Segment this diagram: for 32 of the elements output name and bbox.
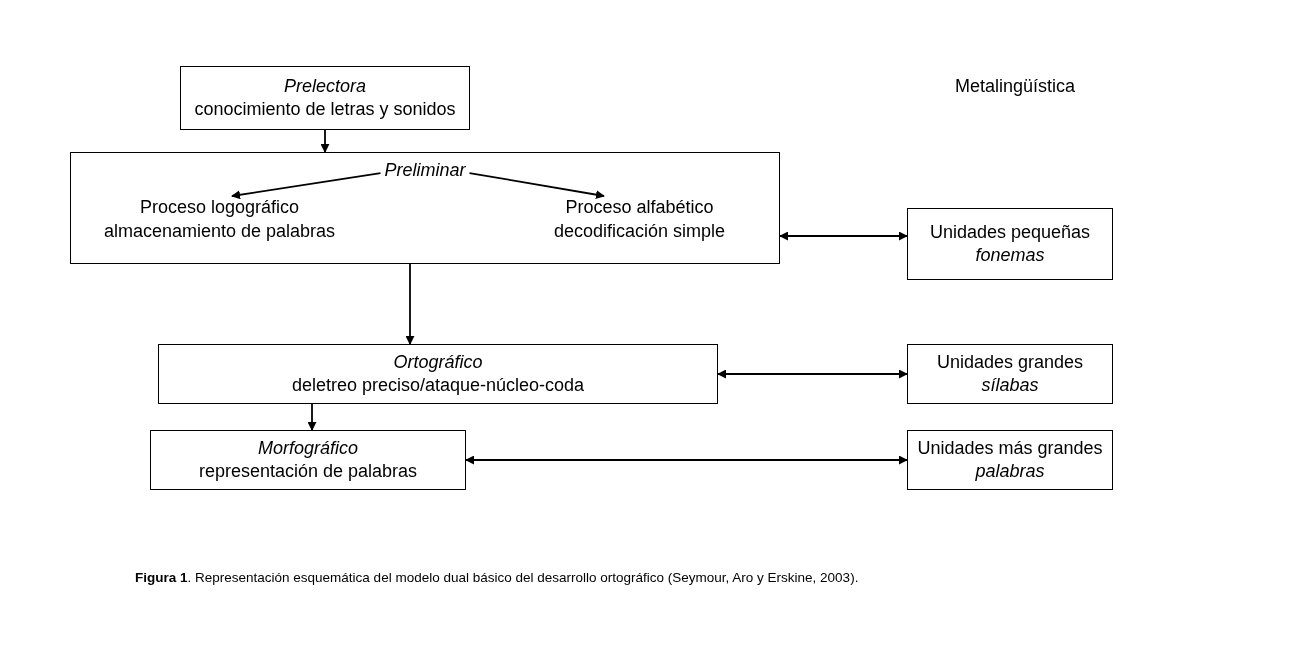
- arrow: [320, 129, 330, 153]
- process-box: [158, 344, 718, 404]
- arrow: [307, 403, 317, 431]
- box-text: Proceso alfabético decodificación simple: [552, 196, 727, 243]
- box-text: sílabas: [981, 374, 1039, 397]
- box-text: Proceso logográfico almacenamiento de palabras: [102, 196, 337, 243]
- box-heading: Ortográfico: [393, 350, 483, 374]
- process-box: [907, 344, 1113, 404]
- double-headed-arrow: [717, 369, 908, 379]
- box-heading: Unidades pequeñas: [929, 220, 1091, 244]
- box-text: fonemas: [975, 244, 1045, 267]
- box-heading: Unidades más grandes: [917, 436, 1103, 460]
- arrow: [468, 172, 605, 200]
- process-box: [70, 152, 780, 264]
- double-headed-arrow: [779, 231, 908, 241]
- box-text: conocimiento de letras y sonidos: [194, 98, 456, 121]
- process-box: [150, 430, 466, 490]
- figure-caption: Figura 1. Representación esquemática del modelo dual básico del desarrollo ortográfico (Seymour, Aro y Erskine, 2003).: [135, 570, 859, 585]
- process-box: [180, 66, 470, 130]
- process-box: [907, 430, 1113, 490]
- box-heading: Preliminar: [384, 159, 466, 182]
- process-box: [907, 208, 1113, 280]
- box-text: deletreo preciso/ataque-núcleo-coda: [291, 374, 585, 397]
- arrow: [231, 172, 382, 200]
- box-text: palabras: [975, 460, 1045, 483]
- double-headed-arrow: [465, 455, 908, 465]
- box-heading: Prelectora: [283, 74, 366, 98]
- column-heading: Metalingüística: [953, 76, 1077, 97]
- box-heading: Unidades grandes: [936, 350, 1084, 374]
- box-text: representación de palabras: [198, 460, 418, 483]
- arrow: [405, 263, 415, 345]
- box-heading: Morfográfico: [257, 436, 358, 460]
